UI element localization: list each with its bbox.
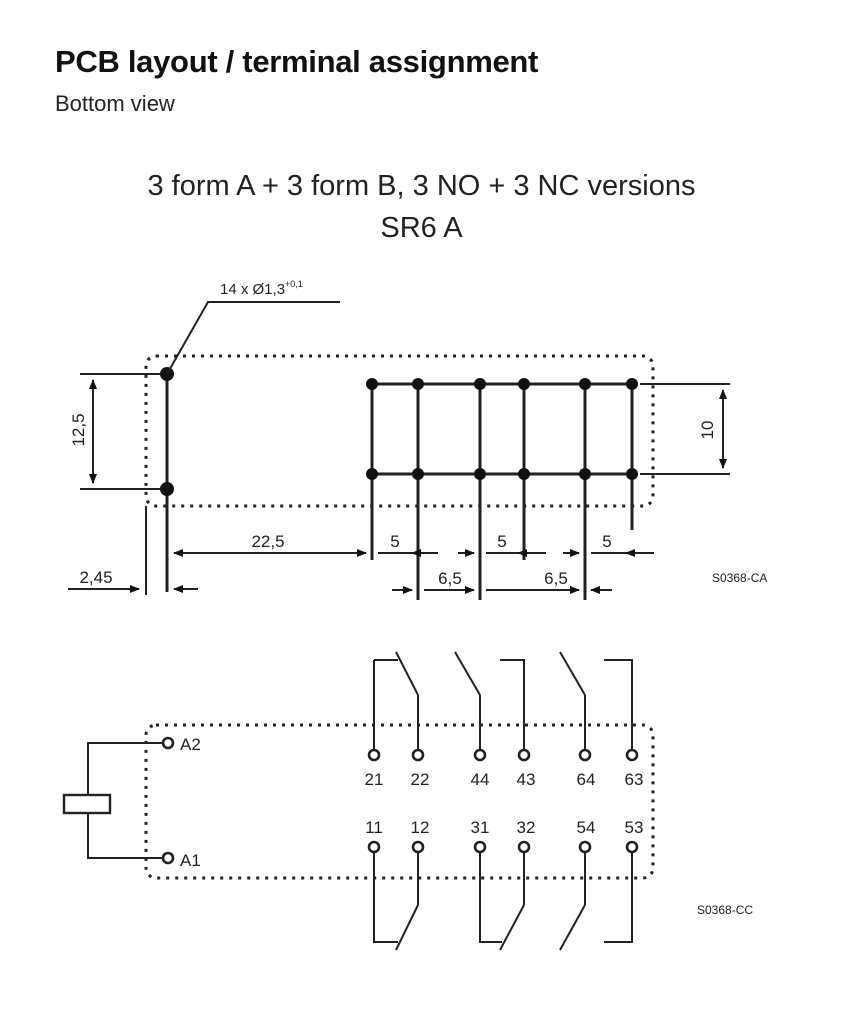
contact-blade: [395, 651, 419, 696]
terminal-label: 11: [365, 818, 383, 837]
terminal: [411, 840, 425, 854]
top-contacts: 21 22 44 43 64 63: [365, 651, 644, 789]
dim-5-label-c: 5: [602, 532, 611, 551]
dim-5-label-a: 5: [390, 532, 399, 551]
contact-blade: [454, 651, 481, 696]
coil-wire-bottom: [87, 813, 166, 859]
coil-terminal-a1: [161, 851, 175, 865]
dim-2-45-label: 2,45: [79, 568, 112, 587]
pcb-pin: [366, 468, 378, 480]
contact-blade: [559, 904, 586, 951]
pcb-pin: [579, 378, 591, 390]
terminal-label: 64: [577, 770, 596, 789]
terminal: [578, 748, 592, 762]
terminal-label: 22: [411, 770, 430, 789]
coil-pin-bottom: [160, 482, 174, 496]
pcb-pin: [474, 378, 486, 390]
page-subtitle: Bottom view: [55, 91, 175, 116]
drawing-code-layout: S0368-CA: [712, 571, 767, 585]
coil-label-a1: A1: [180, 851, 201, 870]
drawing-code-terminal: S0368-CC: [697, 903, 753, 917]
contact-wire: [604, 659, 633, 750]
terminal: [473, 748, 487, 762]
pcb-layout-drawing: 14 x Ø1,3+0,1 12,5: [68, 279, 767, 600]
terminal: [517, 748, 531, 762]
coil-label-a2: A2: [180, 735, 201, 754]
terminal-label: 54: [577, 818, 596, 837]
pcb-pin: [579, 468, 591, 480]
terminal-label: 12: [411, 818, 430, 837]
terminal: [473, 840, 487, 854]
hole-callout-label: 14 x Ø1,3+0,1: [220, 279, 303, 298]
pcb-pin: [626, 378, 638, 390]
contact-blade: [499, 904, 525, 951]
pcb-pin: [518, 468, 530, 480]
contact-pin-grid: [366, 378, 638, 600]
terminal-label: 43: [517, 770, 536, 789]
pcb-pin: [474, 468, 486, 480]
coil-wire-top: [87, 742, 166, 795]
contact-wire: [500, 659, 525, 750]
terminal-label: 44: [471, 770, 490, 789]
dim-12-5-label: 12,5: [69, 413, 88, 446]
terminal: [411, 748, 425, 762]
terminal-label: 31: [471, 818, 490, 837]
terminal-label: 21: [365, 770, 384, 789]
model-heading: SR6 A: [380, 212, 463, 244]
pcb-pin: [412, 468, 424, 480]
contact-blade: [395, 904, 419, 951]
terminal-label: 53: [625, 818, 644, 837]
page-title: PCB layout / terminal assignment: [55, 44, 539, 79]
hole-callout-leader: [166, 301, 340, 375]
dim-5-label-b: 5: [497, 532, 506, 551]
dim-6-5-label-a: 6,5: [438, 569, 462, 588]
variant-heading: 3 form A + 3 form B, 3 NO + 3 NC version…: [147, 170, 696, 202]
contact-blade: [559, 651, 586, 696]
coil-symbol: [62, 793, 112, 815]
contact-wire: [604, 852, 633, 943]
contact-wire: [373, 852, 398, 943]
pcb-pin: [412, 378, 424, 390]
pcb-pin: [518, 378, 530, 390]
terminal-label: 63: [625, 770, 644, 789]
relay-outline: [144, 723, 655, 880]
pcb-pin: [626, 468, 638, 480]
relay-outline: [144, 354, 655, 508]
dim-6-5-label-b: 6,5: [544, 569, 568, 588]
coil-terminal-a2: [161, 736, 175, 750]
bottom-contacts: 11 12 31 32 54 53: [365, 818, 644, 951]
terminal-assignment-drawing: A2 A1 21 22 44 43 64 63: [62, 651, 753, 951]
terminal: [578, 840, 592, 854]
terminal: [367, 840, 381, 854]
terminal: [517, 840, 531, 854]
contact-wire: [479, 852, 502, 943]
terminal: [625, 840, 639, 854]
dim-22-5-label: 22,5: [251, 532, 284, 551]
terminal: [367, 748, 381, 762]
terminal-label: 32: [517, 818, 536, 837]
pcb-pin: [366, 378, 378, 390]
terminal: [625, 748, 639, 762]
dim-10-label: 10: [698, 421, 717, 440]
